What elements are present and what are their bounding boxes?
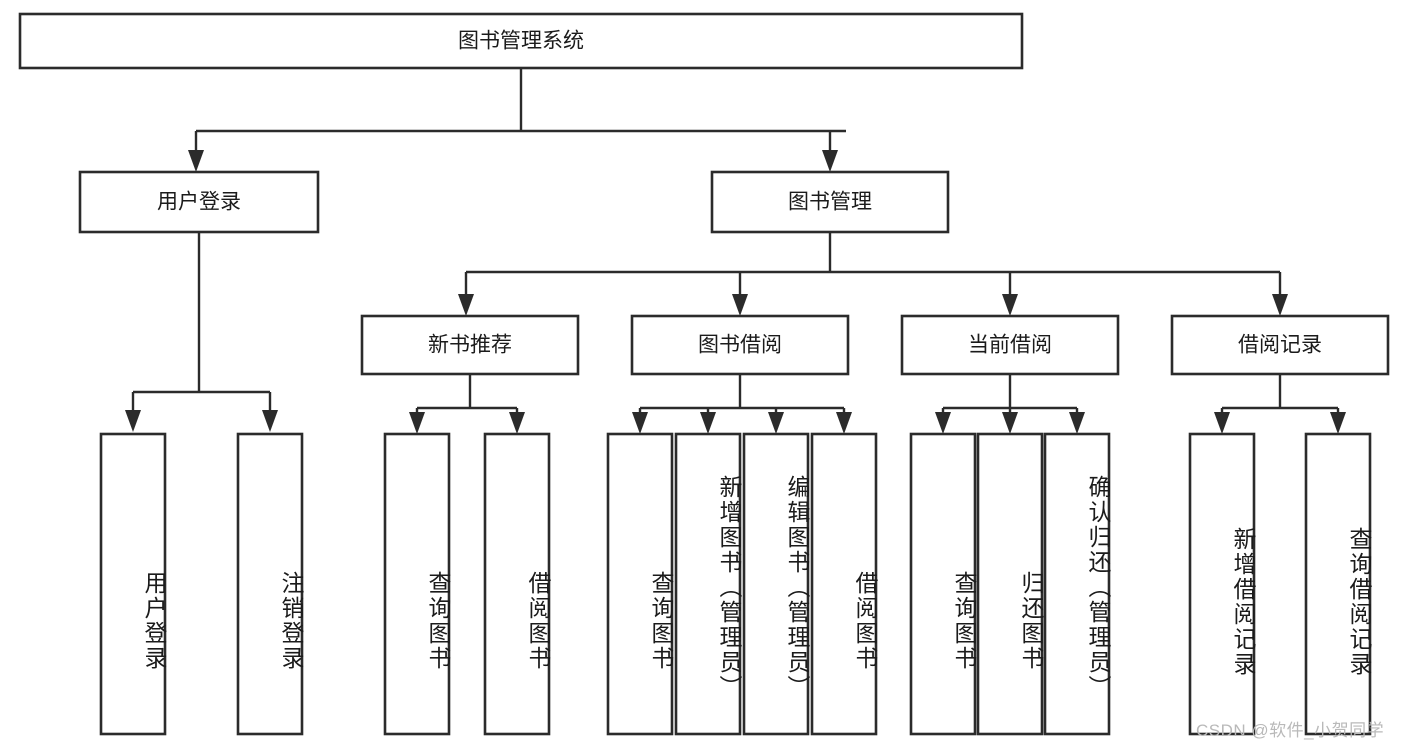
node-user-login[interactable]: 用户登录 <box>78 170 320 234</box>
leaf-box-borrow-book-1[interactable] <box>483 432 551 736</box>
connector-bookborrow-to-leaves <box>632 374 852 434</box>
leaf-box-return-book[interactable] <box>976 432 1044 736</box>
node-book-management[interactable]: 图书管理 <box>710 170 950 234</box>
leaf-box-query-book-3[interactable] <box>909 432 977 736</box>
leaf-box-query-book-1[interactable] <box>383 432 451 736</box>
node-new-book-recommend[interactable]: 新书推荐 <box>360 314 580 376</box>
connector-bookmgmt-to-level3 <box>458 232 1288 316</box>
node-current-borrow[interactable]: 当前借阅 <box>900 314 1120 376</box>
leaf-box-user-login[interactable] <box>99 432 167 736</box>
node-current-borrow-label: 当前借阅 <box>968 334 1052 357</box>
node-book-borrow-label: 图书借阅 <box>698 334 782 357</box>
node-borrow-record-label: 借阅记录 <box>1238 334 1322 357</box>
node-user-login-label: 用户登录 <box>157 191 241 214</box>
leaf-box-logout-login[interactable] <box>236 432 304 736</box>
node-root-label: 图书管理系统 <box>458 30 584 53</box>
leaf-box-query-book-2[interactable] <box>606 432 674 736</box>
node-new-book-recommend-label: 新书推荐 <box>428 334 512 357</box>
connector-currentborrow-to-leaves <box>935 374 1085 434</box>
leaf-box-borrow-book-2[interactable] <box>810 432 878 736</box>
connector-borrowrecord-to-leaves <box>1214 374 1346 434</box>
leaf-box-add-record[interactable] <box>1188 432 1256 736</box>
node-book-management-label: 图书管理 <box>788 191 872 214</box>
node-borrow-record[interactable]: 借阅记录 <box>1170 314 1390 376</box>
leaf-box-query-record[interactable] <box>1304 432 1372 736</box>
leaf-box-edit-book[interactable] <box>742 432 810 736</box>
csdn-watermark: CSDN @软件_小贺同学 <box>1196 721 1385 740</box>
connector-root-to-level2 <box>188 68 846 172</box>
leaf-box-add-book[interactable] <box>674 432 742 736</box>
connector-newbook-to-leaves <box>409 374 525 434</box>
node-root[interactable]: 图书管理系统 <box>18 12 1024 70</box>
node-book-borrow[interactable]: 图书借阅 <box>630 314 850 376</box>
connector-userlogin-to-leaves <box>125 232 278 432</box>
leaf-box-confirm-return[interactable] <box>1043 432 1111 736</box>
